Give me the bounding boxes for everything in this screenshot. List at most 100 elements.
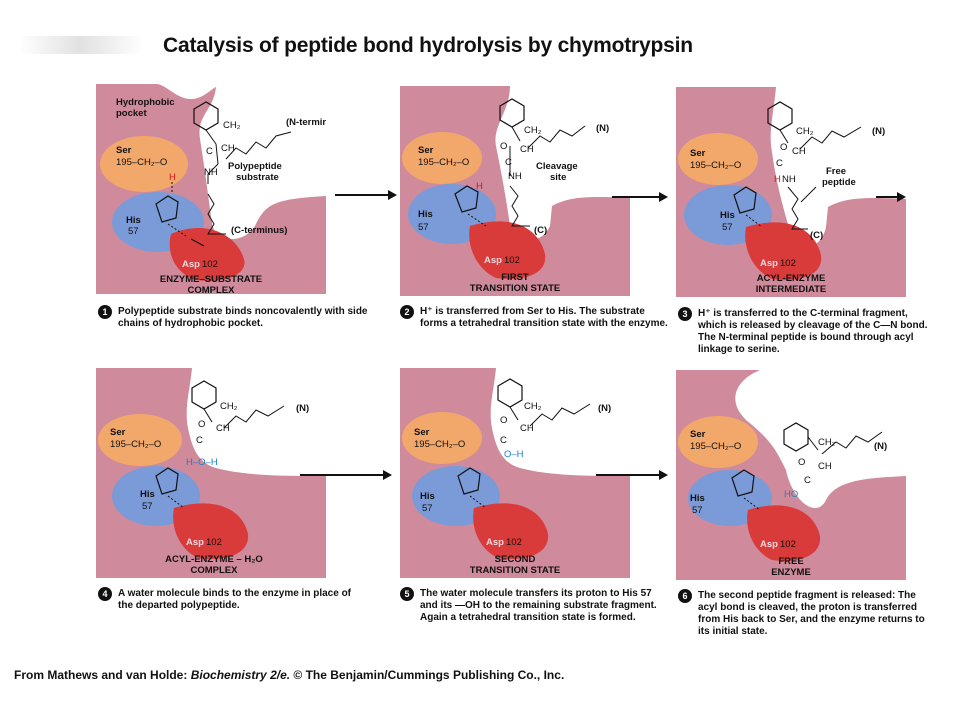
label-ser-group: 195–CH₂–O bbox=[116, 157, 168, 168]
arrow-stage-3-continue bbox=[876, 192, 906, 202]
enzyme-diagram-6 bbox=[678, 370, 906, 561]
label-ch2: CH₂ bbox=[796, 126, 814, 137]
label-n-short: (N) bbox=[872, 126, 886, 137]
label-proton: H bbox=[476, 181, 483, 192]
label-o: O bbox=[198, 419, 206, 430]
step-number-badge: 2 bbox=[400, 305, 414, 319]
label-c-atom: C bbox=[500, 435, 507, 446]
label-ser: Ser bbox=[110, 427, 126, 438]
label-his-num: 57 bbox=[722, 222, 733, 233]
label-ch: CH bbox=[792, 146, 806, 157]
label-proton: H bbox=[774, 174, 781, 185]
label-his-num: 57 bbox=[128, 226, 139, 237]
label-ch: CH bbox=[216, 423, 230, 434]
label-c-atom: C bbox=[196, 435, 203, 446]
label-asp: Asp bbox=[182, 259, 200, 270]
step-number-badge: 3 bbox=[678, 307, 692, 321]
label-asp-num: 102 bbox=[206, 537, 222, 548]
enzyme-diagram-1 bbox=[96, 84, 326, 294]
label-substrate: substrate bbox=[236, 172, 279, 183]
label-c-terminus: (C-terminus) bbox=[231, 225, 288, 236]
label-c-atom: C bbox=[776, 158, 783, 169]
label-hydroxyl: O–H bbox=[504, 449, 524, 460]
label-asp: Asp bbox=[760, 539, 778, 550]
label-ch2: CH₂ bbox=[220, 401, 238, 412]
label-ser: Ser bbox=[690, 429, 706, 440]
label-cleavage: Cleavage bbox=[536, 161, 578, 172]
label-n-short: (N) bbox=[874, 441, 888, 452]
label-his: His bbox=[690, 493, 705, 504]
label-asp-num: 102 bbox=[780, 258, 796, 269]
label-asp: Asp bbox=[760, 258, 778, 269]
arrow-stage-5-to-6 bbox=[596, 470, 668, 480]
arrow-stage-1-to-2 bbox=[335, 190, 397, 200]
label-ch: CH bbox=[818, 461, 832, 472]
panel-stage-2: CH₂ (N) O CH Ser 195–CH₂–O C Cleavage si… bbox=[400, 86, 630, 296]
caption-stage-2: 2 H⁺ is transferred from Ser to His. The… bbox=[400, 305, 670, 330]
label-nh: NH bbox=[782, 174, 796, 185]
label-o: O bbox=[500, 141, 508, 152]
label-pocket: pocket bbox=[116, 108, 147, 119]
label-ser-group: 195–CH₂–O bbox=[110, 439, 162, 450]
label-his-num: 57 bbox=[142, 501, 153, 512]
label-c-short: (C) bbox=[810, 230, 824, 241]
label-ch2: CH₂ bbox=[524, 401, 542, 412]
label-asp-num: 102 bbox=[506, 537, 522, 548]
label-n-terminus: (N-terminus) bbox=[286, 117, 326, 128]
label-o: O bbox=[780, 142, 788, 153]
panel-stage-4: CH₂ (N) O CH Ser 195–CH₂–O C H–O–H His 5… bbox=[96, 368, 326, 578]
label-peptide: peptide bbox=[822, 177, 856, 188]
step-number-badge: 1 bbox=[98, 305, 112, 319]
label-his-num: 57 bbox=[692, 505, 703, 516]
panel-stage-3: CH₂ (N) O CH Ser 195–CH₂–O C Free peptid… bbox=[676, 87, 906, 297]
label-ser-group: 195–CH₂–O bbox=[418, 157, 470, 168]
label-c-atom: C bbox=[804, 475, 811, 486]
step-number-badge: 4 bbox=[98, 587, 112, 601]
label-site: site bbox=[550, 172, 567, 183]
step-number-badge: 6 bbox=[678, 589, 692, 603]
label-his: His bbox=[126, 215, 141, 226]
scan-artifact bbox=[18, 36, 144, 54]
label-water: H–O–H bbox=[186, 457, 218, 468]
label-ser: Ser bbox=[418, 145, 434, 156]
enzyme-diagram-2 bbox=[402, 86, 630, 279]
label-ser: Ser bbox=[690, 148, 706, 159]
label-polypeptide: Polypeptide bbox=[228, 161, 282, 172]
label-ch2: CH₂ bbox=[223, 120, 241, 131]
label-asp-num: 102 bbox=[202, 259, 218, 270]
label-ser: Ser bbox=[414, 427, 430, 438]
label-nh: NH bbox=[204, 167, 218, 178]
label-asp-num: 102 bbox=[504, 255, 520, 266]
label-ser-group: 195–CH₂–O bbox=[690, 160, 742, 171]
panel-stage-6: Ser 195–CH₂–O CH₂ (N) O CH C HO His 57 A… bbox=[676, 370, 906, 580]
label-ch: CH bbox=[520, 423, 534, 434]
label-ser: Ser bbox=[116, 145, 132, 156]
label-his: His bbox=[720, 210, 735, 221]
label-c-atom: C bbox=[206, 146, 213, 157]
label-ch2: CH₂ bbox=[524, 125, 542, 136]
label-his-num: 57 bbox=[422, 503, 433, 514]
caption-stage-6: 6 The second peptide fragment is release… bbox=[678, 589, 928, 638]
label-asp-num: 102 bbox=[780, 539, 796, 550]
label-hydrophobic: Hydrophobic bbox=[116, 97, 175, 108]
label-asp: Asp bbox=[186, 537, 204, 548]
label-ser-group: 195–CH₂–O bbox=[414, 439, 466, 450]
label-proton: H bbox=[169, 172, 176, 183]
label-his: His bbox=[420, 491, 435, 502]
label-ser-group: 195–CH₂–O bbox=[690, 441, 742, 452]
arrow-stage-4-to-5 bbox=[300, 470, 392, 480]
label-his-num: 57 bbox=[418, 222, 429, 233]
label-ch: CH bbox=[221, 143, 235, 154]
label-ch: CH bbox=[520, 144, 534, 155]
label-his: His bbox=[140, 489, 155, 500]
caption-stage-1: 1 Polypeptide substrate binds noncovalen… bbox=[98, 305, 368, 330]
label-nh: NH bbox=[508, 171, 522, 182]
label-n-short: (N) bbox=[598, 403, 612, 414]
enzyme-diagram-3 bbox=[678, 87, 906, 280]
panel-stage-5: CH₂ (N) O CH Ser 195–CH₂–O C O–H His 57 … bbox=[400, 368, 630, 578]
label-his: His bbox=[418, 209, 433, 220]
label-o: O bbox=[798, 457, 806, 468]
